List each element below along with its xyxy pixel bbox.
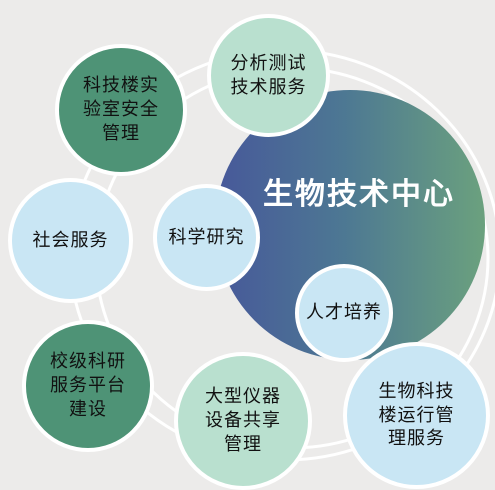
node-label: 社会服务 <box>32 229 109 251</box>
node-research-platform: 校级科研 服务平台 建设 <box>22 320 154 452</box>
node-label: 大型仪器 设备共享 管理 <box>205 386 281 455</box>
node-talent-training: 人才培养 <box>295 264 393 362</box>
node-building-operation: 生物科技 楼运行管 理服务 <box>343 342 490 489</box>
node-lab-safety: 科技楼实 验室安全 管理 <box>55 44 187 176</box>
node-label: 科学研究 <box>168 226 245 248</box>
node-analysis-testing: 分析测试 技术服务 <box>207 14 330 137</box>
node-label: 生物科技 楼运行管 理服务 <box>378 380 455 450</box>
node-research: 科学研究 <box>153 184 260 291</box>
node-label: 校级科研 服务平台 建设 <box>50 351 126 420</box>
center-label: 生物技术中心 <box>263 177 455 213</box>
node-label: 分析测试 技术服务 <box>230 52 307 98</box>
node-label: 人才培养 <box>306 302 382 324</box>
node-label: 科技楼实 验室安全 管理 <box>83 75 159 144</box>
node-social-service: 社会服务 <box>8 178 133 303</box>
node-instrument-sharing: 大型仪器 设备共享 管理 <box>174 352 312 490</box>
